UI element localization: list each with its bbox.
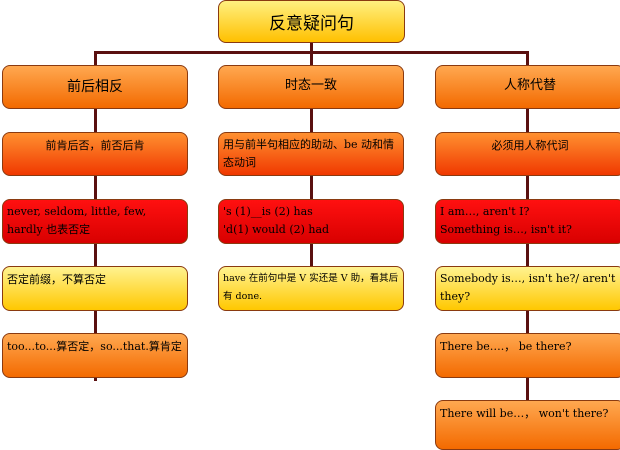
rule-s: 's (1)__is (2) has xyxy=(223,205,313,218)
col3-item: There will be…， won't there? xyxy=(435,400,620,450)
connector xyxy=(310,42,313,54)
col3-item: I am…, aren't I? Something is…, isn't it… xyxy=(435,199,620,244)
rule-something: Something is…, isn't it? xyxy=(440,223,572,236)
col3-item: Somebody is…, isn't he?/ aren't they? xyxy=(435,266,620,311)
col1-item: 否定前缀，不算否定 xyxy=(2,266,188,311)
col2-header: 时态一致 xyxy=(218,65,404,109)
col1-item: never, seldom, little, few, hardly 也表否定 xyxy=(2,199,188,244)
col2-item: 's (1)__is (2) has 'd(1) would (2) had xyxy=(218,199,404,244)
col2-item: 用与前半句相应的助动、be 动和情态动词 xyxy=(218,132,404,176)
rule-d: 'd(1) would (2) had xyxy=(223,223,330,236)
col1-item: too...to...算否定，so...that.算肯定 xyxy=(2,333,188,378)
connector xyxy=(526,51,529,442)
col3-item: 必须用人称代词 xyxy=(435,132,620,176)
rule-i-am: I am…, aren't I? xyxy=(440,205,530,218)
root-title: 反意疑问句 xyxy=(218,0,405,43)
col3-item: There be….， be there? xyxy=(435,333,620,378)
col2-item: have 在前句中是 V 实还是 V 助，看其后有 done. xyxy=(218,266,404,311)
col1-header: 前后相反 xyxy=(2,65,188,109)
col1-item: 前肯后否，前否后肯 xyxy=(2,132,188,176)
col3-header: 人称代替 xyxy=(435,65,620,109)
